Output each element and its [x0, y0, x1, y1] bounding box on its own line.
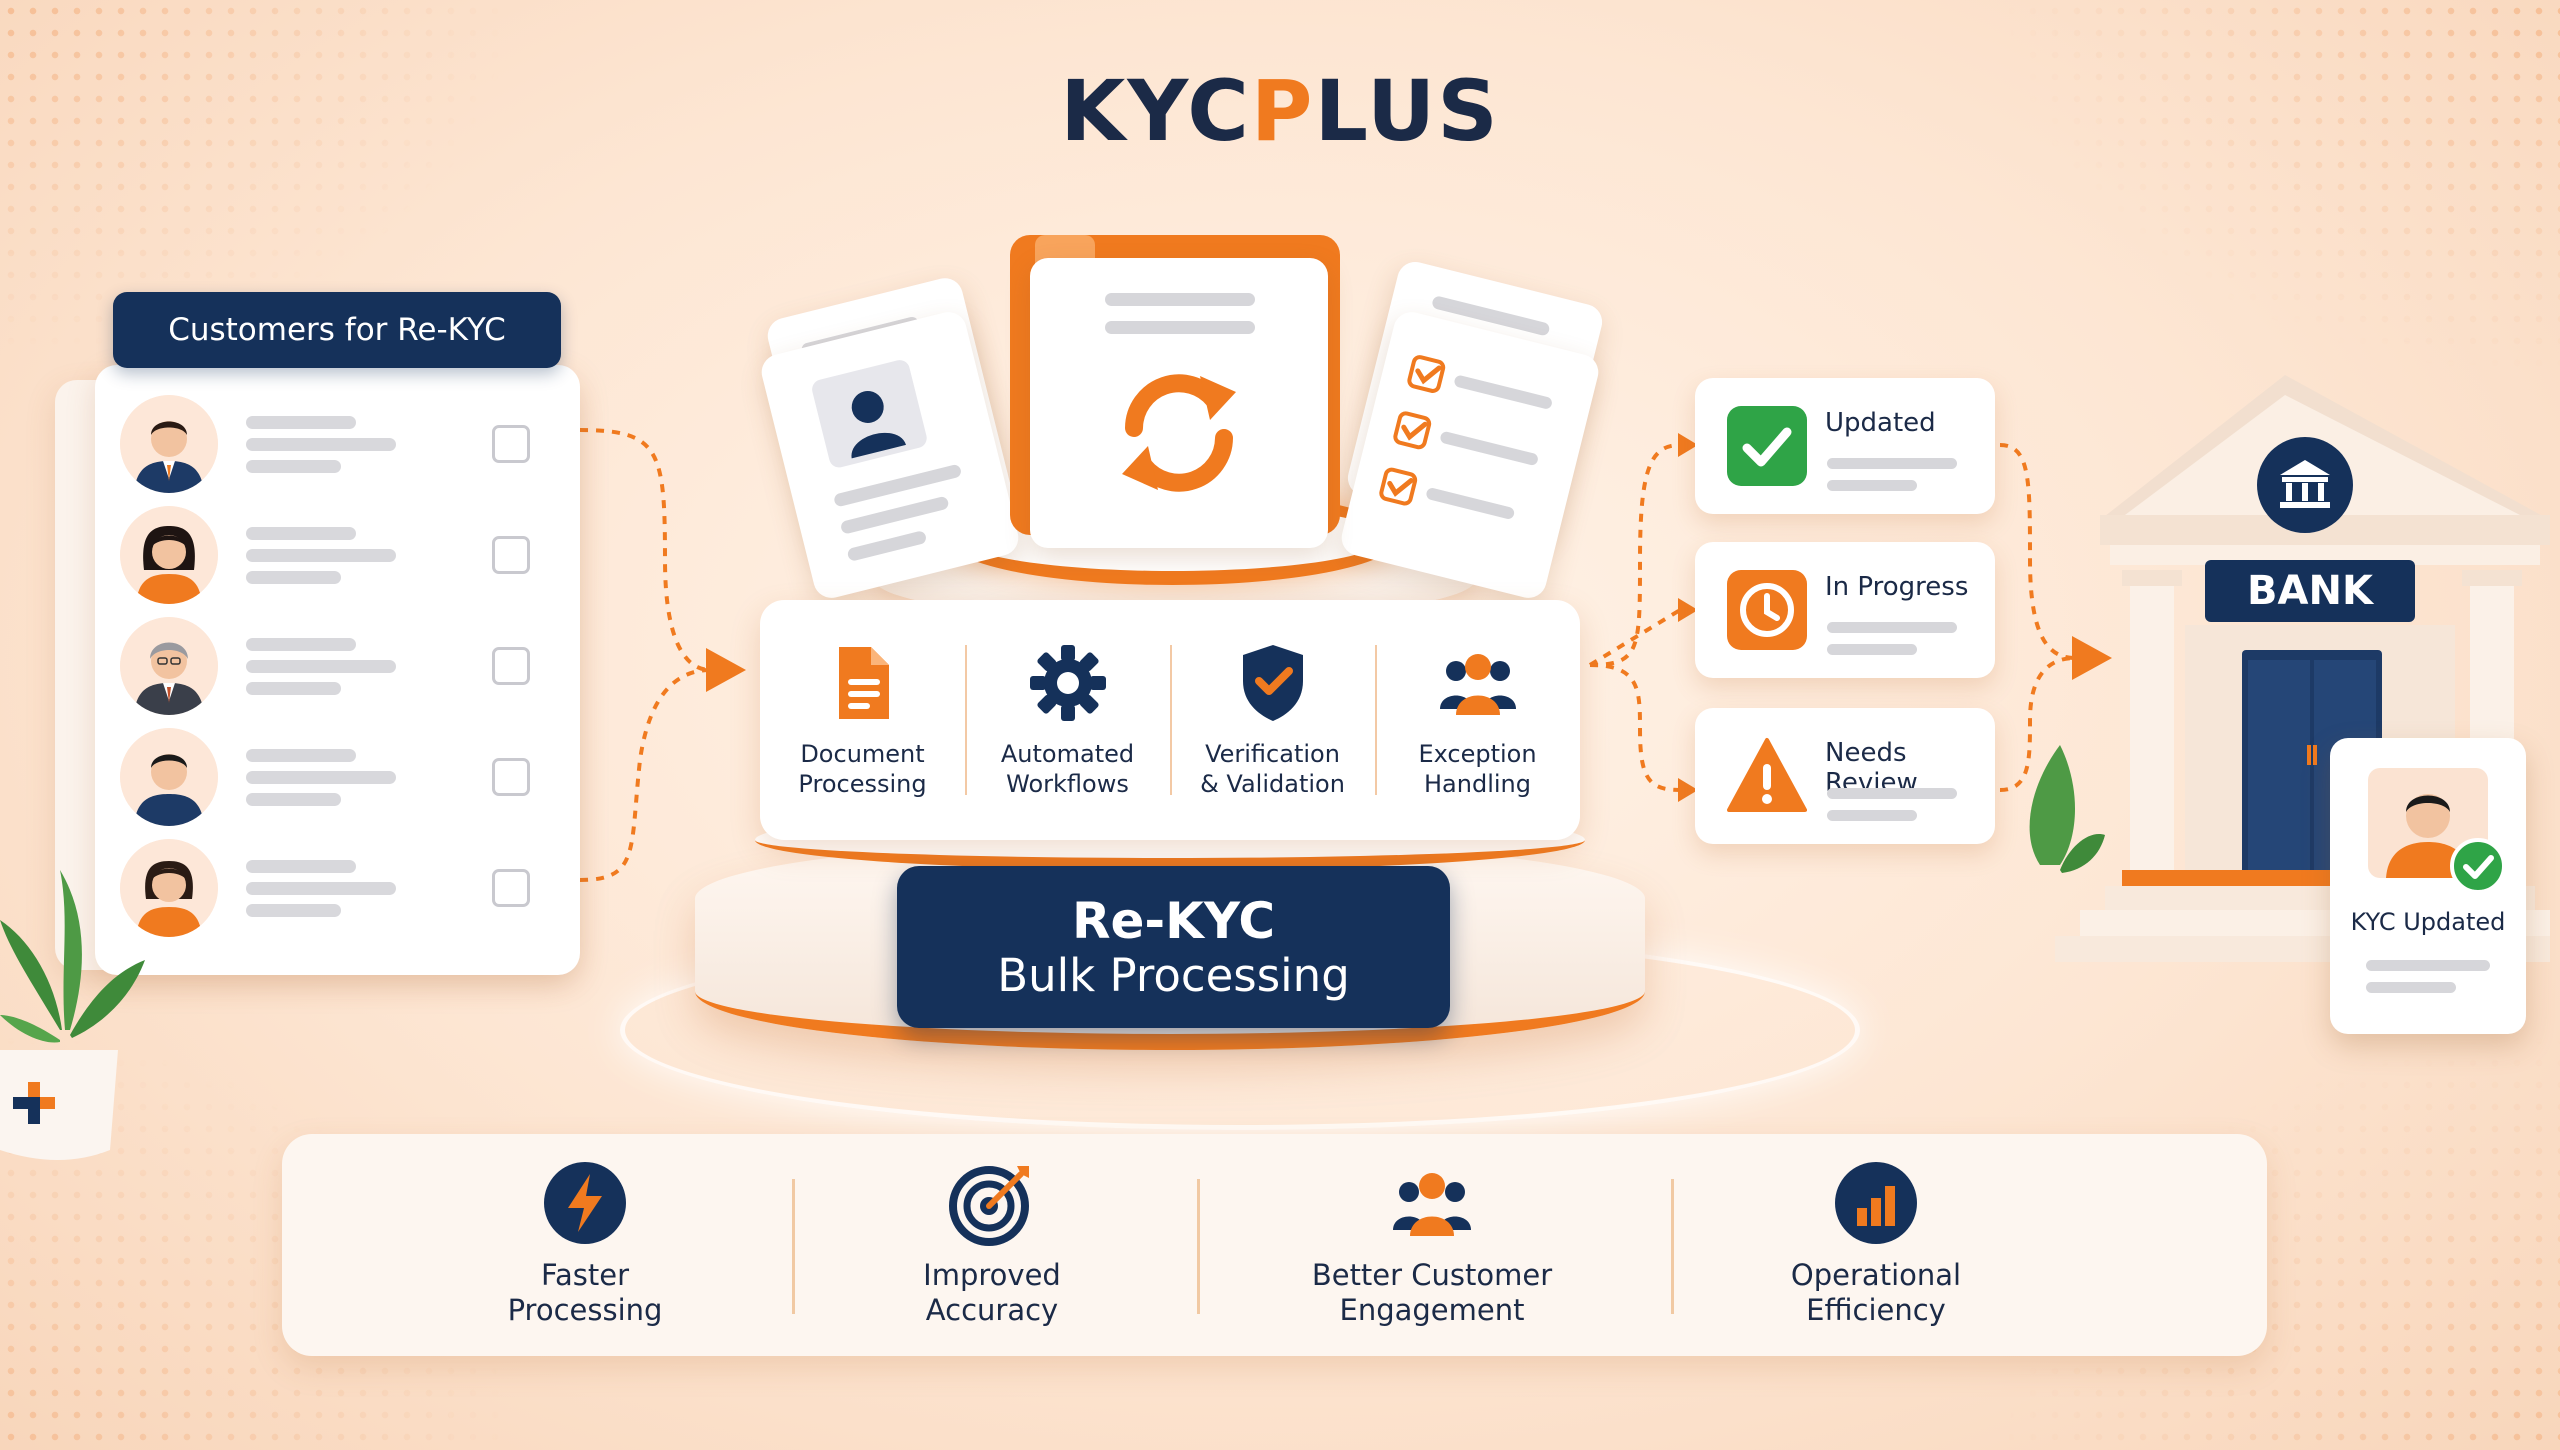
people-icon	[1393, 1173, 1471, 1236]
gear-icon	[1029, 645, 1106, 721]
status-card-in-progress: In Progress	[1695, 542, 1995, 678]
benefit-label-line2: Processing	[507, 1293, 663, 1327]
woman-orange-avatar	[120, 839, 218, 937]
feature-label-line2: Handling	[1424, 770, 1531, 798]
logo-text-suffix: LUS	[1314, 62, 1500, 160]
feature-label-line1: Exception	[1418, 740, 1537, 768]
customer-details-placeholder	[246, 851, 492, 926]
customer-details-placeholder	[246, 629, 492, 704]
kyc-updated-label: KYC Updated	[2350, 908, 2506, 936]
benefit-label-line1: Operational	[1790, 1258, 1962, 1292]
bank-label: BANK	[2205, 560, 2415, 622]
rekyc-title-badge: Re-KYC Bulk Processing	[897, 866, 1450, 1028]
bank-icon	[2280, 460, 2330, 508]
status-card-updated: Updated	[1695, 378, 1995, 514]
benefit-divider	[1671, 1179, 1674, 1314]
benefit-divider	[792, 1179, 795, 1314]
warning-icon	[1727, 738, 1807, 812]
customer-row[interactable]	[120, 836, 560, 940]
customer-row[interactable]	[120, 503, 560, 607]
id-photo	[810, 357, 929, 470]
benefit-label-line1: Improved	[923, 1258, 1061, 1292]
logo-text-prefix: KYC	[1060, 62, 1251, 160]
main-document	[1030, 258, 1328, 548]
customer-checkbox[interactable]	[492, 758, 530, 796]
kyc-updated-card: KYC Updated	[2330, 738, 2526, 1034]
decorative-dots	[2000, 0, 2560, 380]
clock-icon	[1727, 570, 1807, 650]
customer-checkbox[interactable]	[492, 536, 530, 574]
feature-label-line2: & Validation	[1200, 770, 1345, 798]
checklist-document	[1337, 308, 1603, 602]
lightning-icon	[544, 1162, 626, 1244]
customer-checkbox[interactable]	[492, 425, 530, 463]
logo-plus-mark: P	[1250, 62, 1315, 160]
feature-label-line1: Verification	[1205, 740, 1340, 768]
customer-row[interactable]	[120, 725, 560, 829]
man-suit-avatar	[120, 395, 218, 493]
feature-label-line1: Document	[800, 740, 925, 768]
older-man-avatar	[120, 617, 218, 715]
benefit-label-line1: Better Customer	[1311, 1258, 1553, 1292]
check-icon	[1727, 406, 1807, 486]
id-document	[757, 308, 1023, 602]
verified-check-icon	[2450, 838, 2506, 894]
target-icon	[949, 1166, 1029, 1246]
feature-verification: Verification& Validation	[1170, 600, 1375, 840]
customer-checkbox[interactable]	[492, 869, 530, 907]
document-icon	[838, 647, 889, 719]
woman-avatar	[120, 506, 218, 604]
benefit-label-line2: Efficiency	[1806, 1293, 1946, 1327]
people-icon	[1439, 654, 1516, 715]
benefit-label-line1: Faster	[540, 1258, 630, 1292]
shield-check-icon	[1242, 645, 1303, 721]
man-avatar	[120, 728, 218, 826]
customer-details-placeholder	[246, 740, 492, 815]
refresh-icon	[1122, 374, 1236, 492]
customer-details-placeholder	[246, 518, 492, 593]
title-line1: Re-KYC	[1071, 892, 1276, 950]
benefit-label-line2: Engagement	[1339, 1293, 1525, 1327]
feature-label-line2: Processing	[798, 770, 927, 798]
title-line2: Bulk Processing	[997, 949, 1350, 1002]
status-label: Updated	[1825, 408, 1936, 438]
customer-row[interactable]	[120, 392, 560, 496]
status-label: In Progress	[1825, 572, 1969, 602]
kycplus-logo: KYCPLUS	[0, 62, 2560, 160]
benefit-divider	[1197, 1179, 1200, 1314]
bar-chart-icon	[1835, 1162, 1917, 1244]
customer-row[interactable]	[120, 614, 560, 718]
customer-checkbox[interactable]	[492, 647, 530, 685]
customer-details-placeholder	[246, 407, 492, 482]
feature-label-line2: Workflows	[1006, 770, 1129, 798]
benefit-label-line2: Accuracy	[925, 1293, 1059, 1327]
customers-panel-title: Customers for Re-KYC	[113, 292, 561, 368]
feature-label-line1: Automated	[1000, 740, 1135, 768]
status-card-needs-review: Needs Review	[1695, 708, 1995, 844]
plant-decoration	[0, 870, 145, 1160]
